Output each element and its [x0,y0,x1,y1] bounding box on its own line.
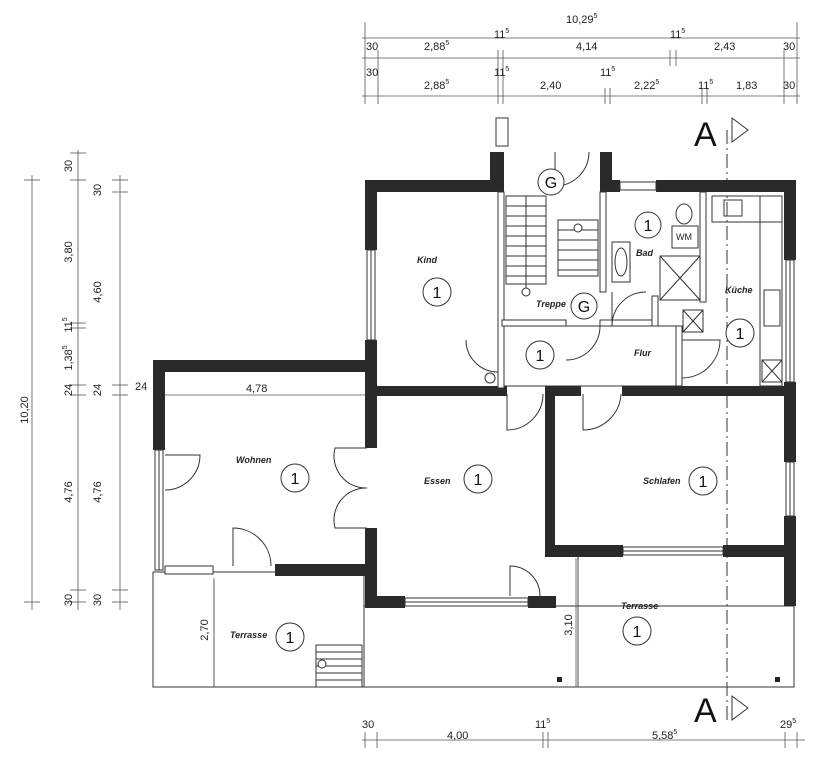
room-label-kueche: Küche [725,285,753,295]
dim-label: 115 [600,66,615,79]
dim-label: 115 [698,79,713,92]
room-label-bad: Bad [636,248,654,258]
dim-label: 2,885 [424,40,449,53]
dim-label: 4,60 [92,281,104,302]
dim-label: 24 [92,384,104,396]
svg-text:1: 1 [286,630,295,647]
dim-label: 1,83 [736,80,757,92]
dim-label: 2,885 [424,79,449,92]
svg-text:1: 1 [633,624,642,641]
fixtures [484,195,783,387]
dim-label: 2,40 [540,80,561,92]
walls [153,117,796,608]
overall-width-dim: 10,295 [566,13,598,26]
svg-text:1: 1 [433,285,442,302]
marker-kueche: 1 [725,318,755,348]
marker-treppe: G [570,292,598,320]
dim-label: 30 [362,719,374,731]
room-label-treppe: Treppe [536,299,566,309]
wohnen-width-dim: 4,78 [246,383,267,395]
dim-label: 30 [92,184,104,196]
marker-bad: 1 [634,211,662,239]
marker-essen: 1 [463,464,493,494]
dim-label: 4,76 [92,481,104,502]
left-dim-col-a: 30 3,80 115 1,385 24 4,76 30 [62,160,75,606]
dim-label: 295 [780,718,796,731]
room-label-flur: Flur [634,348,651,358]
dim-label: 115 [62,317,75,332]
dim-label: 115 [670,28,685,41]
room-label-terrasse-right: Terrasse [621,601,658,611]
dim-label: 115 [494,28,509,41]
dim-label: 1,385 [62,345,75,370]
dim-label: 30 [366,67,378,79]
section-line [726,117,749,721]
svg-text:1: 1 [474,472,483,489]
dim-label: 4,00 [447,730,468,742]
left-dim-col-b: 30 4,60 24 4,76 30 [92,184,104,606]
inner-dimension-lines [165,394,579,687]
dim-label: 30 [366,41,378,53]
svg-text:1: 1 [291,471,300,488]
svg-text:G: G [578,299,590,316]
marker-terrasse-left: 1 [275,622,305,652]
bottom-dim-row: 30 4,00 115 5,585 295 [362,718,796,742]
svg-text:1: 1 [736,326,745,343]
marker-wohnen: 1 [280,463,310,493]
svg-text:1: 1 [536,348,545,365]
dim-label: 2,225 [634,79,659,92]
marker-kind: 1 [422,277,452,307]
room-label-schlafen: Schlafen [643,476,681,486]
terrasse-left-depth-dim: 2,70 [199,619,211,640]
dim-label: 3,80 [63,241,75,262]
marker-schlafen: 1 [688,466,718,496]
wall-thickness-dim: 24 [135,381,147,393]
room-label-essen: Essen [424,476,451,486]
section-mark-top: A [694,116,717,154]
overall-depth-dim: 10,20 [19,396,31,424]
dim-label: 30 [783,41,795,53]
room-markers: 1 G G 1 1 1 1 1 1 1 1 [275,168,755,652]
dim-label: 4,76 [63,481,75,502]
dim-label: 30 [63,594,75,606]
dim-label: 30 [783,80,795,92]
marker-terrasse-right: 1 [622,616,652,646]
section-mark-bottom: A [694,692,717,730]
svg-text:1: 1 [644,218,653,235]
dim-label: 30 [63,160,75,172]
top-dim-row-2: 30 2,885 115 2,40 115 2,225 115 1,83 30 [366,66,795,92]
svg-text:1: 1 [699,474,708,491]
room-label-wohnen: Wohnen [236,455,272,465]
svg-text:G: G [545,175,557,192]
dim-label: 115 [535,718,550,731]
marker-stair-top: G [537,168,565,196]
room-label-wm: WM [676,232,692,242]
marker-flur: 1 [525,340,555,370]
dim-label: 2,43 [714,41,735,53]
dim-label: 4,14 [576,41,597,53]
room-label-kind: Kind [417,255,437,265]
room-label-terrasse-left: Terrasse [230,630,267,640]
dim-label: 24 [63,384,75,396]
left-dimension-lines [24,150,128,610]
dim-label: 30 [92,594,104,606]
dim-label: 115 [494,66,509,79]
top-dim-row-1: 30 2,885 115 4,14 115 2,43 30 [366,28,795,53]
terrace-outlines [152,556,795,688]
bottom-dimension-lines [362,732,805,748]
top-dimension-lines [362,22,800,104]
terrasse-right-depth-dim: 3,10 [563,614,575,635]
dim-label: 5,585 [652,729,677,742]
windows [154,181,795,607]
